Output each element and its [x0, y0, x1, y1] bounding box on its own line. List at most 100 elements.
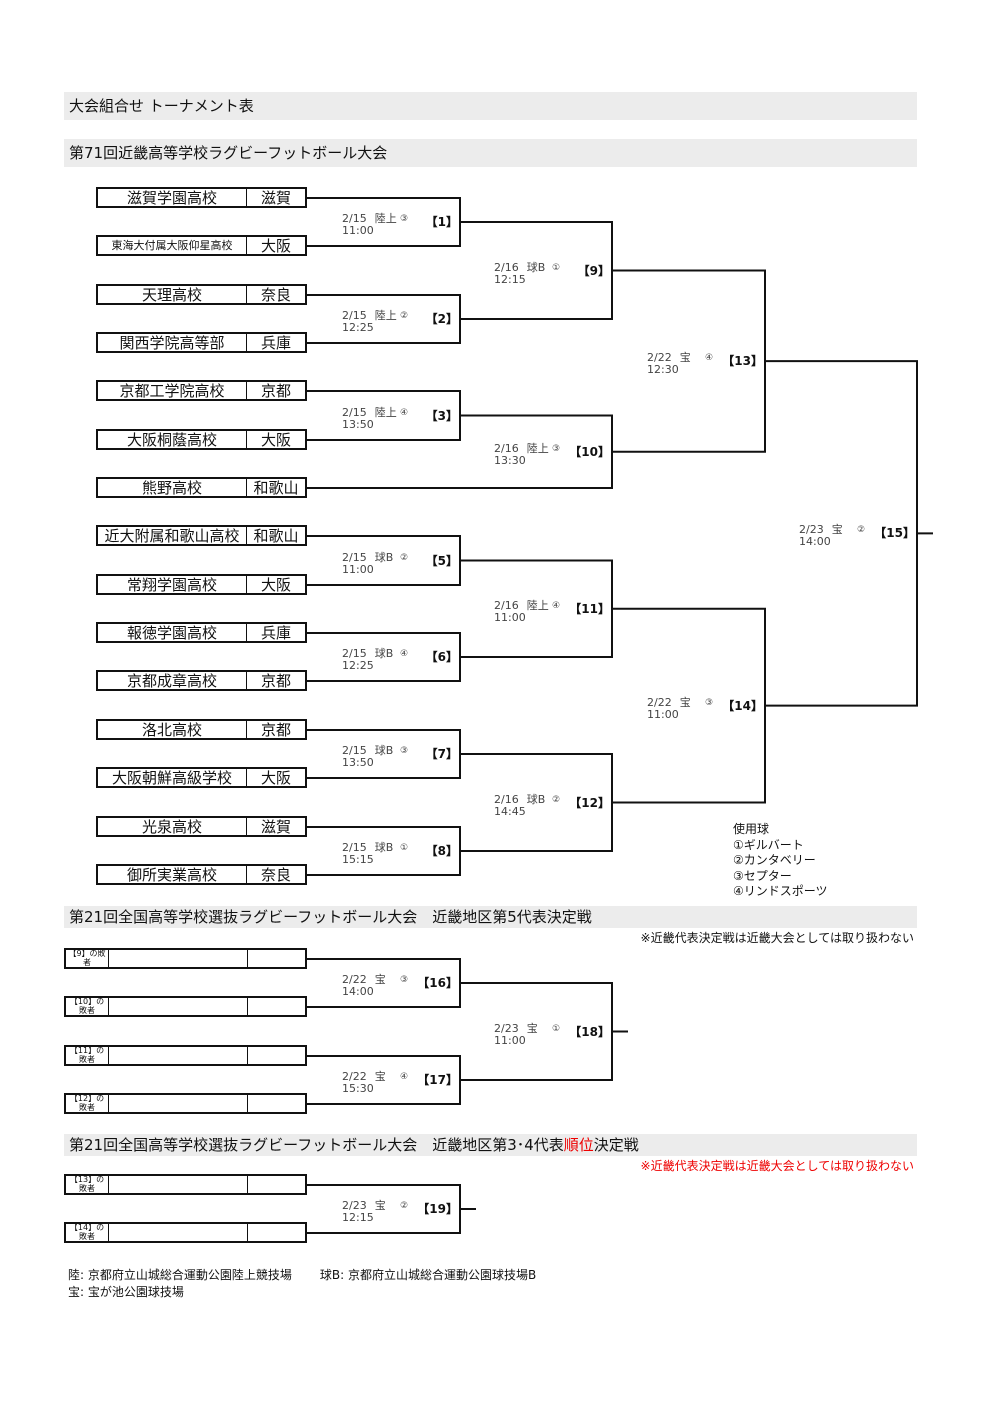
venue-kyub: 球B: 京都府立山城総合運動公園球技場B: [319, 1268, 537, 1282]
match-time: 11:00: [342, 562, 374, 576]
main-title-bar: 第71回近畿高等学校ラグビーフットボール大会: [64, 139, 917, 167]
match-venue: 陸上: [526, 441, 549, 455]
team-prefecture: 和歌山: [253, 527, 299, 545]
team-name: 光泉高校: [98, 818, 247, 835]
ball-legend-title: 使用球: [733, 822, 770, 836]
slot-label: 【10】の敗者: [66, 998, 109, 1015]
loser-slot: 【10】の敗者: [64, 996, 307, 1017]
team-prefecture: 兵庫: [260, 334, 291, 352]
team-name: 大阪朝鮮高級学校: [98, 769, 247, 786]
team-prefecture: 大阪: [260, 431, 291, 449]
match-date: 2/15: [342, 405, 367, 419]
match-number: 【19】: [417, 1202, 458, 1216]
section2-note: ※近畿代表決定戦は近畿大会としては取り扱わない: [640, 931, 914, 945]
match-venue: 宝: [679, 695, 691, 709]
match-venue: 球B: [374, 841, 394, 854]
match-number: 【18】: [569, 1024, 610, 1039]
match-venue: 宝: [831, 523, 843, 537]
match-number: 【15】: [874, 526, 915, 541]
slot-label: 【13】の敗者: [66, 1176, 109, 1193]
match-time: 14:00: [342, 985, 374, 998]
loser-slot: 【14】の敗者: [64, 1222, 307, 1243]
match-venue: 球B: [374, 647, 394, 660]
ball-icon: ④: [400, 649, 409, 659]
ball-legend: 使用球 ①ギルバート ②カンタベリー ③セプター ④リンドスポーツ: [733, 822, 828, 900]
match-venue: 宝: [374, 1070, 386, 1083]
match-date: 2/16: [494, 260, 519, 274]
team-prefecture: 京都: [260, 672, 291, 690]
match-date: 2/23: [799, 523, 824, 537]
ball-icon: ④: [400, 1072, 409, 1082]
team-row: 滋賀学園高校滋賀: [96, 187, 307, 208]
match-time: 12:15: [494, 272, 526, 286]
slot-team-name: [109, 950, 248, 967]
match-date: 2/16: [494, 441, 519, 455]
team-row: 御所実業高校奈良: [96, 864, 307, 885]
match-time: 12:30: [647, 363, 679, 377]
team-row: 京都工学院高校京都: [96, 380, 307, 401]
team-name: 大阪桐蔭高校: [98, 431, 247, 448]
match-time: 11:00: [494, 610, 526, 624]
ball-icon: ①: [552, 1023, 561, 1034]
team-row: 東海大付属大阪仰星高校大阪: [96, 235, 307, 256]
ball-icon: ②: [552, 794, 561, 805]
match-time: 14:45: [494, 804, 526, 818]
match-time: 13:30: [494, 453, 526, 467]
ball-legend-item: ②カンタベリー: [733, 853, 816, 867]
loser-slot: 【13】の敗者: [64, 1174, 307, 1195]
match-date: 2/15: [342, 550, 367, 564]
match-number: 【2】: [425, 312, 458, 326]
match-time: 12:25: [342, 659, 374, 672]
loser-slot: 【12】の敗者: [64, 1093, 307, 1114]
match-date: 2/15: [342, 309, 367, 322]
team-prefecture: 滋賀: [260, 818, 291, 836]
match-number: 【10】: [569, 444, 610, 459]
ball-icon: ③: [552, 443, 561, 454]
team-name: 京都工学院高校: [98, 382, 247, 399]
team-row: 熊野高校和歌山: [96, 477, 307, 498]
ball-icon: ③: [705, 697, 714, 708]
team-row: 常翔学園高校大阪: [96, 574, 307, 595]
team-prefecture: 兵庫: [260, 624, 291, 642]
section3-title-highlight: 順位: [563, 1136, 594, 1154]
team-prefecture: 京都: [260, 382, 291, 400]
match-number: 【16】: [417, 976, 458, 990]
team-prefecture: 大阪: [260, 769, 291, 787]
page-heading: 大会組合せ トーナメント表: [69, 97, 254, 115]
slot-team-name: [109, 1047, 248, 1064]
ball-icon: ③: [400, 214, 409, 224]
match-venue: 宝: [526, 1021, 538, 1035]
match-date: 2/15: [342, 744, 367, 757]
team-row: 報徳学園高校兵庫: [96, 622, 307, 643]
section3-note: ※近畿代表決定戦は近畿大会としては取り扱わない: [640, 1159, 914, 1173]
team-name: 洛北高校: [98, 721, 247, 738]
team-row: 大阪朝鮮高級学校大阪: [96, 767, 307, 788]
slot-team-name: [109, 1176, 248, 1193]
ball-icon: ②: [400, 552, 409, 563]
match-number: 【11】: [569, 601, 610, 616]
match-time: 13:50: [342, 756, 374, 769]
match-number: 【3】: [425, 408, 458, 423]
match-date: 2/23: [342, 1199, 367, 1212]
team-name: 関西学院高等部: [98, 334, 247, 351]
team-prefecture: 奈良: [260, 866, 291, 884]
